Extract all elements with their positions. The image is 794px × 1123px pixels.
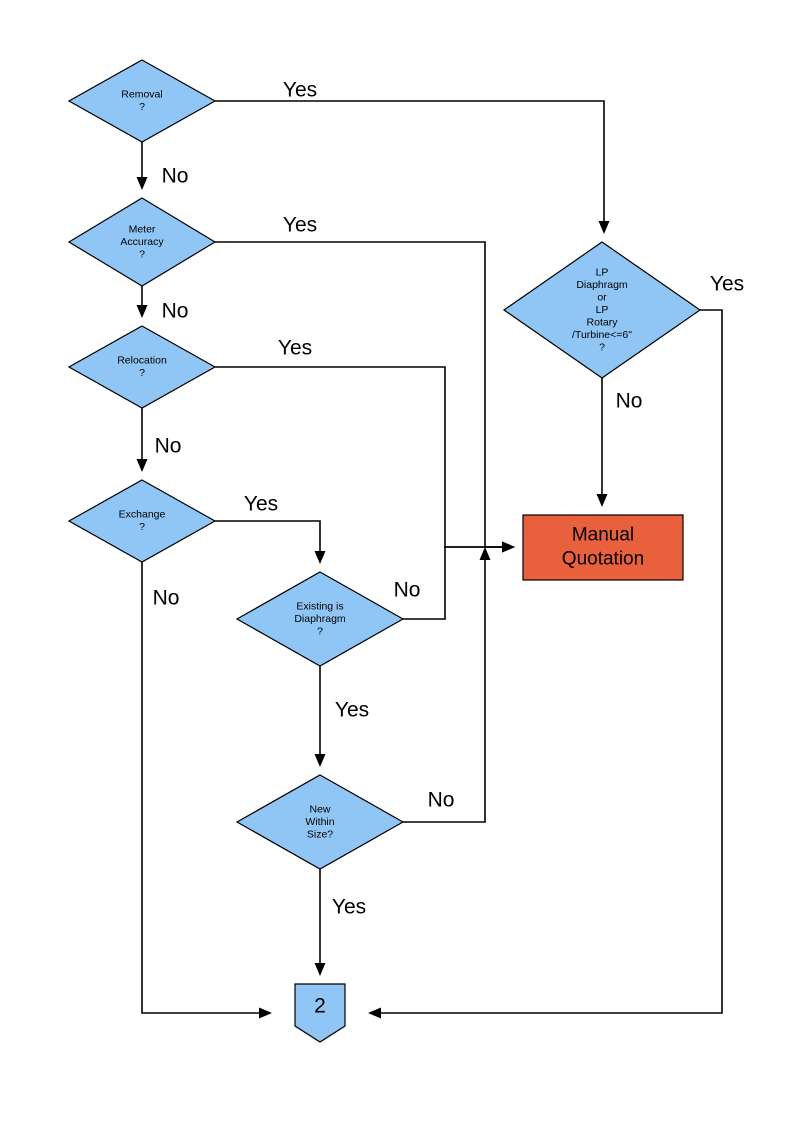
edge-lp-no [596,378,608,507]
node-label-line: New [309,803,330,815]
edge-relocation-yes [215,366,515,553]
node-label-line: or [597,291,607,303]
node-label-line: Removal [121,89,162,101]
edge-label-lp-yes: Yes [710,273,744,296]
edge-label-meter-accuracy-yes: Yes [283,214,317,237]
node-label-line: Diaphragm [294,613,346,625]
node-exchange[interactable]: Exchange? [67,479,217,563]
node-label-line: Manual [572,525,634,546]
process-shape[interactable] [522,514,684,581]
node-label-line: ? [317,625,323,637]
decision-shape[interactable] [67,479,217,563]
edge-label-existing-diaphragm-yes: Yes [335,699,369,722]
edge-exchange-no [141,562,272,1019]
node-terminal_2[interactable]: 2 [294,983,346,1043]
arrowhead-removal-no [136,177,148,190]
node-label-line: Exchange [119,509,166,521]
edge-label-lp-no: No [616,390,643,413]
node-label-line: Size? [307,828,333,840]
node-label-line: Quotation [562,549,644,570]
decision-shape[interactable] [67,59,217,143]
node-label-line: Existing is [296,600,343,612]
edge-layer [136,100,723,1019]
edge-label-existing-diaphragm-no: No [394,579,421,602]
edge-new-within-size-yes [314,869,326,976]
edge-label-relocation-no: No [155,435,182,458]
edge-label-exchange-yes: Yes [244,493,278,516]
decision-shape[interactable] [67,325,217,409]
arrowhead-exchange-yes [314,551,326,564]
arrowhead-existing-diaphragm-no [502,541,515,553]
node-removal[interactable]: Removal? [67,59,217,143]
edge-label-meter-accuracy-no: No [162,300,189,323]
arrowhead-lp-no [596,494,608,507]
edge-meter-accuracy-no [136,286,148,318]
arrowhead-meter-accuracy-no [136,305,148,318]
edge-lp-yes [368,309,723,1019]
node-label-line: Rotary [587,316,619,328]
edge-label-removal-no: No [162,165,189,188]
node-label-line: ? [139,248,145,260]
arrowhead-new-within-size-no [479,547,491,560]
edge-relocation-no [136,408,148,472]
node-label-line: ? [599,341,605,353]
node-label-line: Meter [129,223,156,235]
node-layer: Removal?MeterAccuracy?Relocation?Exchang… [67,59,702,1043]
arrowhead-removal-yes [598,221,610,234]
arrowhead-exchange-no [259,1007,272,1019]
decision-shape[interactable] [235,571,405,667]
node-label-line: LP [596,304,609,316]
node-label-line: Diaphragm [576,279,628,291]
arrowhead-new-within-size-yes [314,963,326,976]
edge-removal-no [136,142,148,190]
node-label-line: Relocation [117,355,167,367]
edge-label-removal-yes: Yes [283,79,317,102]
node-label-line: Within [305,816,334,828]
edge-removal-yes [215,100,610,234]
node-label-line: Accuracy [120,236,164,248]
edge-new-within-size-no [403,547,491,823]
edge-label-exchange-no: No [153,587,180,610]
node-relocation[interactable]: Relocation? [67,325,217,409]
decision-shape[interactable] [67,197,217,287]
node-label-line: ? [139,101,145,113]
edge-existing-diaphragm-no [403,541,515,620]
terminal-shape[interactable] [294,983,346,1043]
edge-exchange-yes [215,520,326,564]
arrowhead-lp-yes [368,1007,381,1019]
edge-existing-diaphragm-yes [314,666,326,767]
edge-label-new-within-size-yes: Yes [332,896,366,919]
node-label-line: ? [139,521,145,533]
node-label-line: /Turbine<=6" [572,329,632,341]
edge-label-relocation-yes: Yes [278,337,312,360]
node-label-line: 2 [314,995,326,1018]
decision-shape[interactable] [502,241,702,379]
node-label-line: ? [139,367,145,379]
node-label-line: LP [596,266,609,278]
decision-shape[interactable] [235,774,405,870]
arrowhead-relocation-no [136,459,148,472]
arrowhead-existing-diaphragm-yes [314,754,326,767]
edge-label-new-within-size-no: No [428,789,455,812]
